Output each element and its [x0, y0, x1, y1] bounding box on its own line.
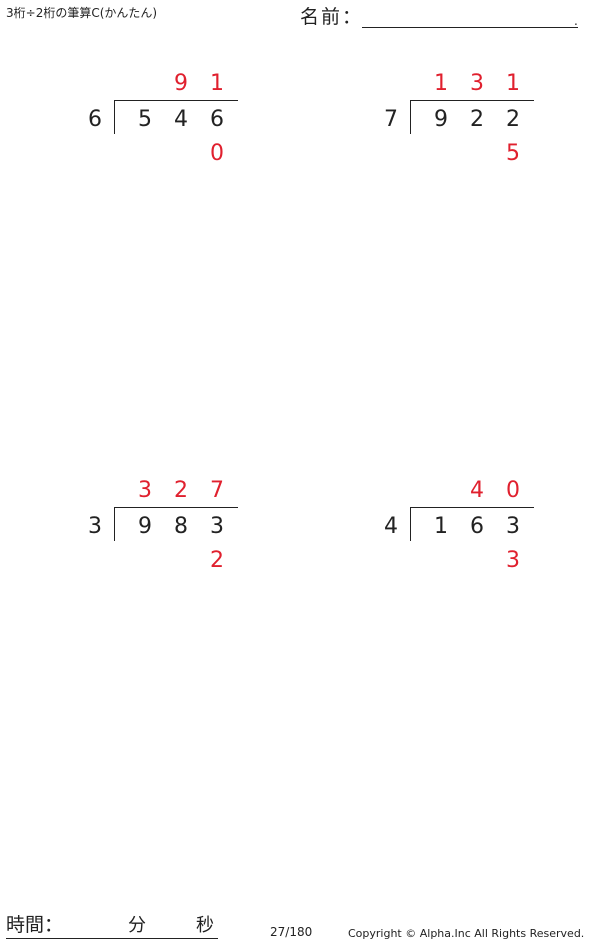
time-write-line: [6, 938, 218, 939]
quotient-digit: 9: [174, 71, 188, 96]
name-label: 名前：: [300, 6, 364, 28]
division-bracket: [410, 100, 411, 134]
division-bracket: [114, 100, 115, 134]
dividend-digit: 3: [210, 514, 224, 539]
time-label: 時間：: [6, 914, 64, 936]
copyright-notice: Copyright © Alpha.Inc All Rights Reserve…: [348, 927, 585, 940]
dividend-digit: 4: [174, 107, 188, 132]
seconds-label: 秒: [196, 915, 214, 936]
division-problem: 3 2 7 3 9 8 3 2: [86, 479, 266, 589]
dividend-digit: 2: [506, 107, 520, 132]
quotient-digit: 1: [210, 71, 224, 96]
division-problem: 1 3 1 7 9 2 2 5: [382, 72, 562, 182]
remainder: 3: [506, 548, 520, 573]
division-bar: [114, 507, 238, 508]
dividend-digit: 3: [506, 514, 520, 539]
quotient-digit: 7: [210, 478, 224, 503]
dividend-digit: 9: [434, 107, 448, 132]
division-bracket: [114, 507, 115, 541]
dividend-digit: 2: [470, 107, 484, 132]
remainder: 2: [210, 548, 224, 573]
division-problem: 9 1 6 5 4 6 0: [86, 72, 266, 182]
quotient-digit: 3: [138, 478, 152, 503]
worksheet-title: 3桁÷2桁の筆算C(かんたん): [6, 6, 158, 20]
division-bracket: [410, 507, 411, 541]
quotient-digit: 1: [506, 71, 520, 96]
dividend-digit: 6: [470, 514, 484, 539]
quotient-digit: 1: [434, 71, 448, 96]
remainder: 0: [210, 141, 224, 166]
dividend-digit: 8: [174, 514, 188, 539]
minutes-label: 分: [128, 915, 146, 936]
quotient-digit: 0: [506, 478, 520, 503]
divisor: 7: [384, 107, 398, 132]
page-number: 27/180: [270, 925, 313, 939]
dividend-digit: 5: [138, 107, 152, 132]
remainder: 5: [506, 141, 520, 166]
division-bar: [410, 507, 534, 508]
division-bar: [114, 100, 238, 101]
division-bar: [410, 100, 534, 101]
name-end-dot: .: [574, 14, 578, 28]
divisor: 4: [384, 514, 398, 539]
quotient-digit: 3: [470, 71, 484, 96]
dividend-digit: 9: [138, 514, 152, 539]
dividend-digit: 6: [210, 107, 224, 132]
division-problem: 4 0 4 1 6 3 3: [382, 479, 562, 589]
dividend-digit: 1: [434, 514, 448, 539]
name-write-line: [362, 27, 578, 28]
quotient-digit: 2: [174, 478, 188, 503]
quotient-digit: 4: [470, 478, 484, 503]
divisor: 3: [88, 514, 102, 539]
divisor: 6: [88, 107, 102, 132]
